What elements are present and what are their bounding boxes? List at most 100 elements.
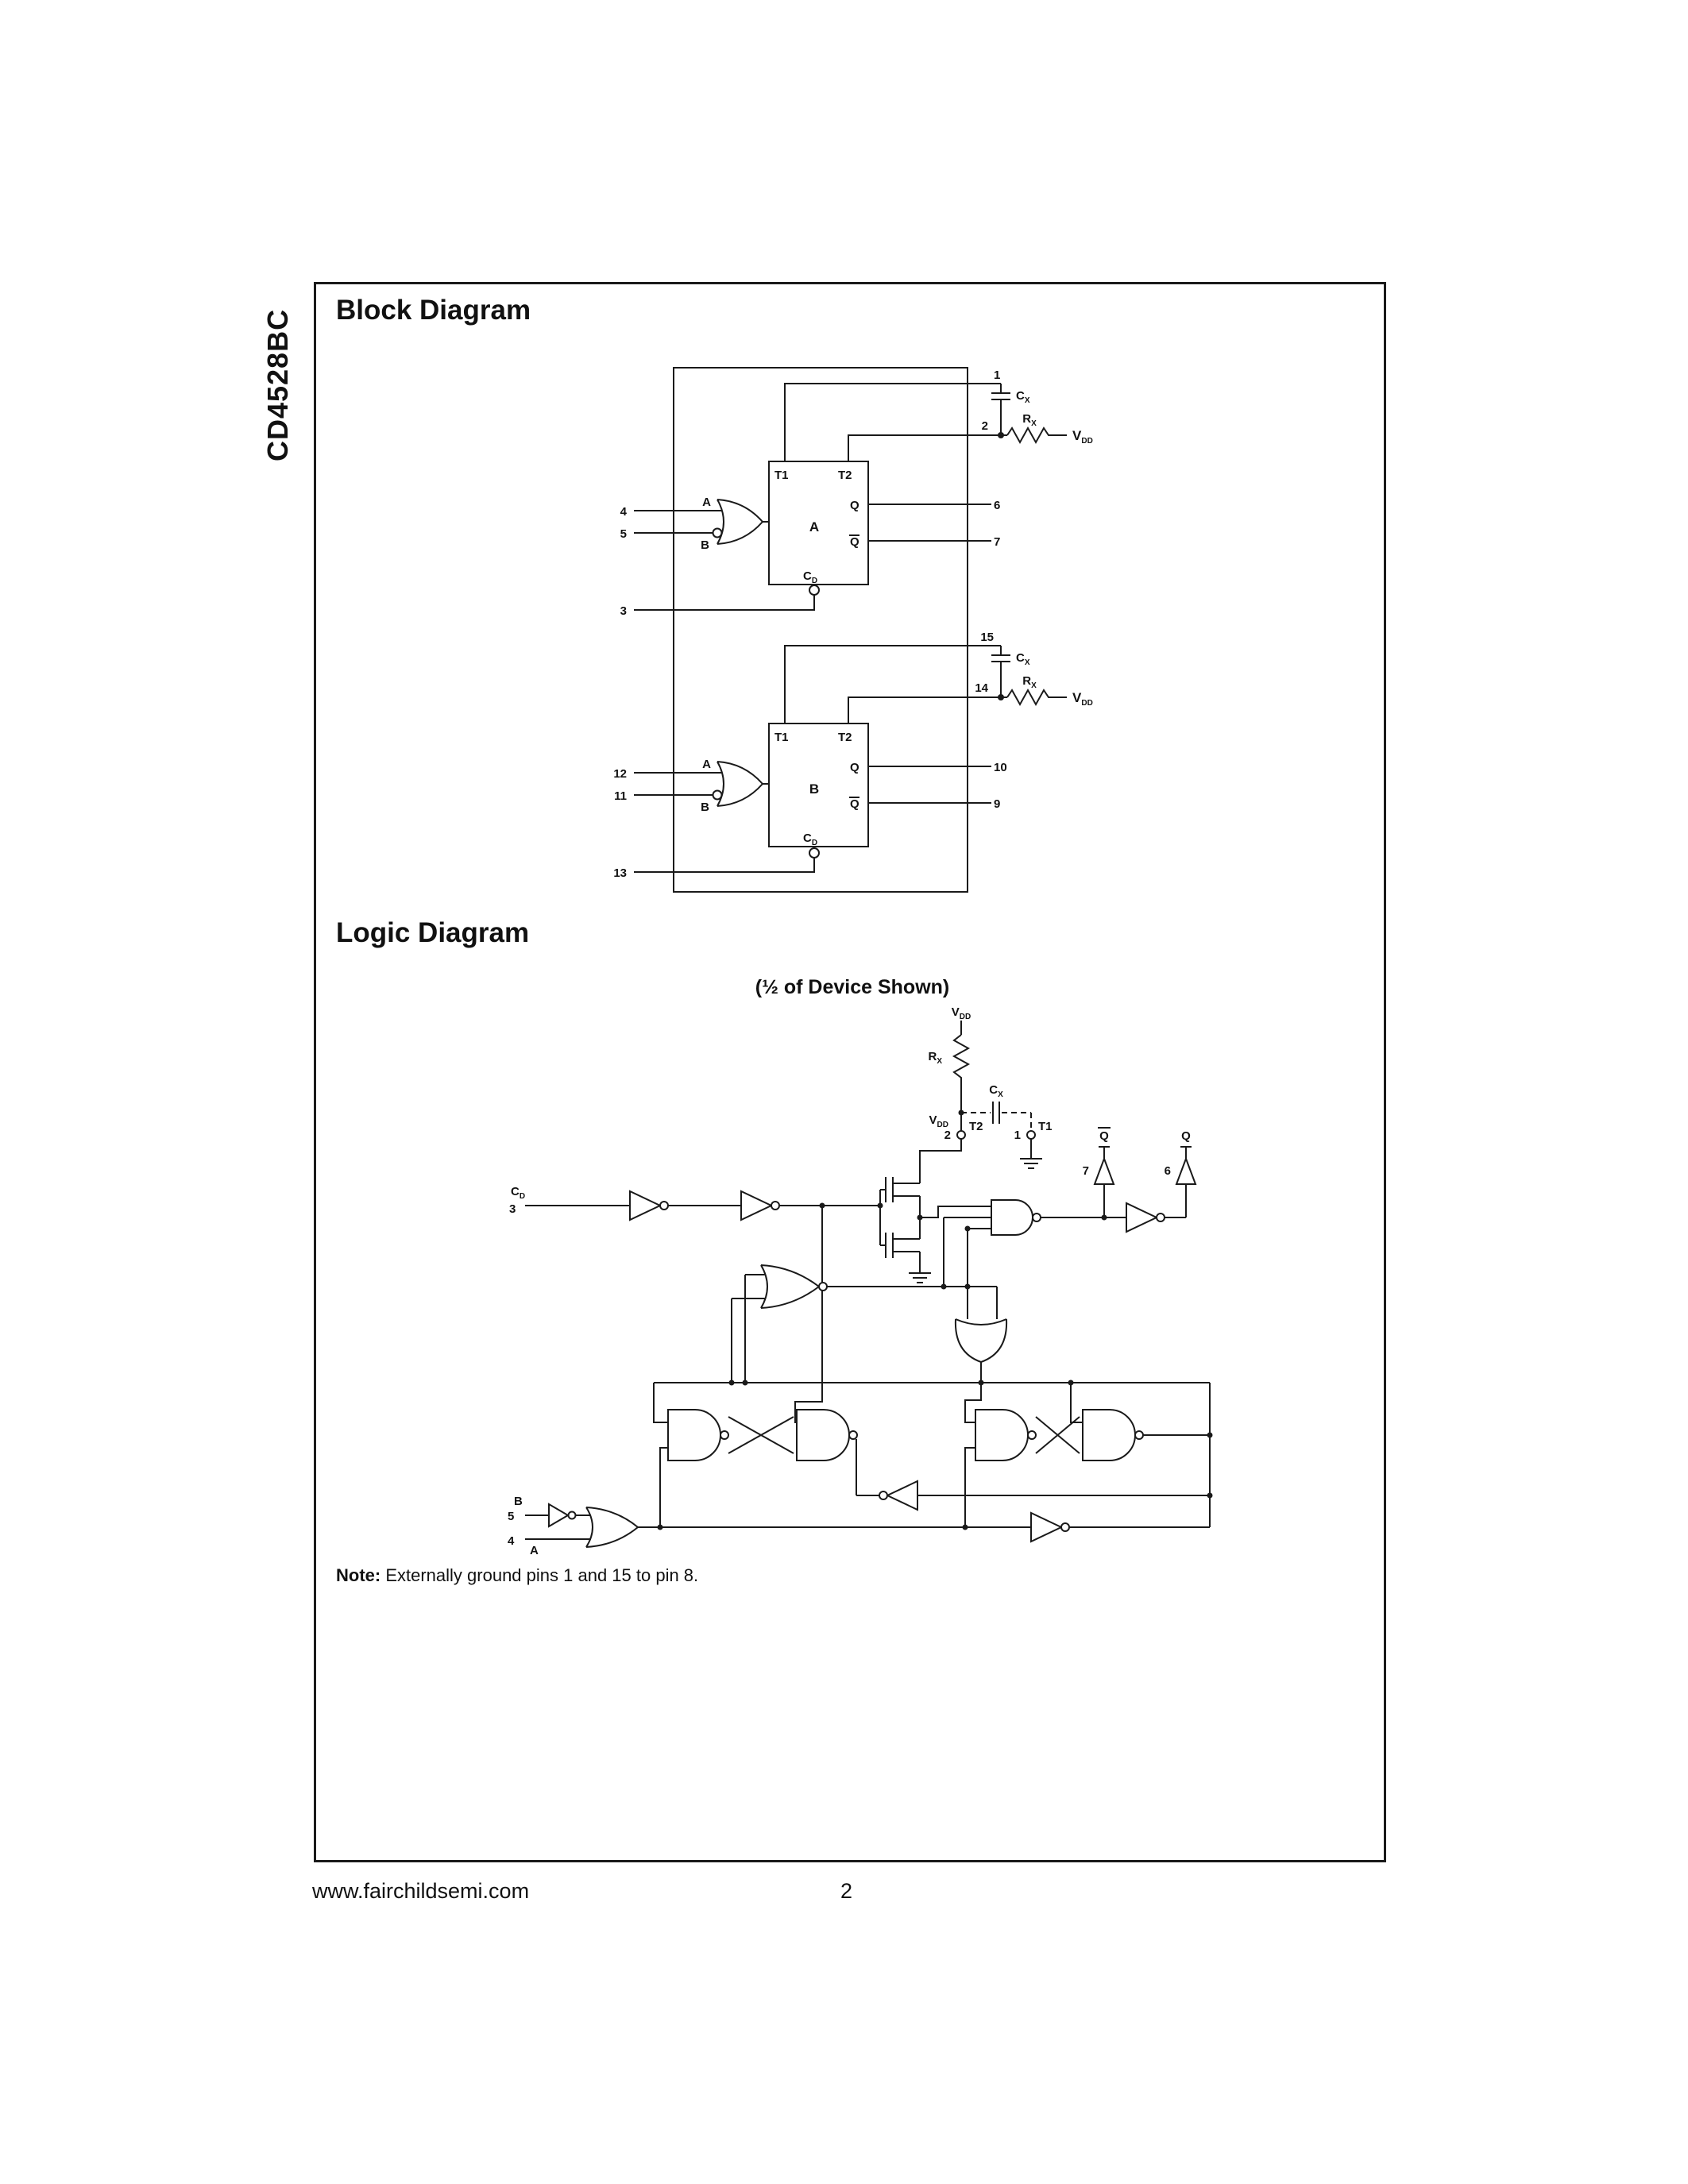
device-outline bbox=[673, 367, 968, 893]
logic-diagram-title: Logic Diagram bbox=[336, 917, 530, 948]
footer-website: www.fairchildsemi.com bbox=[312, 1879, 530, 1903]
monostable-a-block bbox=[768, 461, 869, 585]
logic-diagram: VDD RX CX VDD 2 T2 1 T1 7 Q 6 Q CD 3 B 5… bbox=[479, 1003, 1273, 1563]
input-b-label: B bbox=[701, 801, 709, 814]
input-a-label: A bbox=[702, 758, 711, 771]
nand-gate bbox=[975, 1409, 1029, 1461]
pin-1-label: 1 bbox=[1014, 1129, 1021, 1142]
ground-symbol bbox=[1020, 1158, 1042, 1169]
input-b-label: B bbox=[514, 1495, 523, 1508]
block-diagram-svg: T1 T2 A Q Q CD A B 4 5 3 1 CX 2 RX VDD 6 bbox=[613, 367, 1093, 893]
pin-7-label: 7 bbox=[994, 535, 1000, 549]
rx-label: RX bbox=[1022, 674, 1037, 690]
pin-2-label: 2 bbox=[982, 419, 988, 433]
pin-15-label: 15 bbox=[980, 631, 994, 644]
note-text: Externally ground pins 1 and 15 to pin 8… bbox=[380, 1565, 699, 1585]
vdd-label: VDD bbox=[1072, 690, 1093, 708]
note: Note: Externally ground pins 1 and 15 to… bbox=[336, 1565, 698, 1586]
pin-7-label: 7 bbox=[1083, 1164, 1089, 1178]
pin-9-label: 9 bbox=[994, 797, 1000, 811]
inverter bbox=[1030, 1511, 1064, 1543]
cx-label: CX bbox=[989, 1083, 1003, 1099]
pin-6-label: 6 bbox=[994, 499, 1000, 512]
mosfet-lower bbox=[880, 1233, 920, 1258]
middle-gates bbox=[731, 1217, 1008, 1423]
pin-5-label: 5 bbox=[508, 1510, 514, 1523]
q-label: Q bbox=[850, 499, 859, 512]
ground-symbol bbox=[909, 1272, 931, 1283]
trigger-input-section bbox=[525, 1503, 1210, 1548]
pin-4-label: 4 bbox=[508, 1534, 515, 1548]
timing-network bbox=[919, 1021, 1042, 1183]
logic-diagram-subtitle: (½ of Device Shown) bbox=[755, 976, 950, 998]
pin-6-label: 6 bbox=[1165, 1164, 1171, 1178]
block-diagram: T1 T2 A Q Q CD A B 4 5 3 1 CX 2 RX VDD 6 bbox=[479, 344, 1210, 936]
monostable-b-wires bbox=[634, 645, 1067, 873]
or-gate bbox=[717, 499, 763, 545]
nor-gate bbox=[760, 1264, 820, 1309]
input-b-label: B bbox=[701, 538, 709, 552]
pin-3-label: 3 bbox=[509, 1202, 516, 1216]
pin-13-label: 13 bbox=[613, 866, 627, 880]
cd-bubble bbox=[809, 585, 820, 596]
rx-label: RX bbox=[1022, 412, 1037, 428]
vdd-label: VDD bbox=[1072, 428, 1093, 446]
resistor-symbol bbox=[952, 1034, 971, 1081]
q-label: Q bbox=[850, 761, 859, 774]
rx-label: RX bbox=[928, 1050, 942, 1066]
qbar-label: Q bbox=[850, 797, 859, 811]
t1-terminal bbox=[1026, 1130, 1036, 1140]
monostable-a: T1 T2 A Q Q CD A B 4 5 3 1 CX 2 RX VDD 6 bbox=[620, 369, 1093, 618]
inverter bbox=[629, 1190, 662, 1221]
input-a-label: A bbox=[530, 1544, 539, 1557]
pin-1-label: 1 bbox=[994, 369, 1000, 382]
mosfet-upper bbox=[880, 1177, 920, 1202]
qbar-label: Q bbox=[850, 535, 859, 549]
t2-label: T2 bbox=[969, 1120, 983, 1133]
buffer-up bbox=[1093, 1156, 1115, 1185]
inverter bbox=[1126, 1202, 1159, 1233]
pin-12-label: 12 bbox=[613, 767, 627, 781]
nand-gate bbox=[796, 1409, 850, 1461]
q-output-label: Q bbox=[1181, 1129, 1191, 1143]
input-a-label: A bbox=[702, 496, 711, 509]
note-label: Note: bbox=[336, 1565, 381, 1585]
pin-5-label: 5 bbox=[620, 527, 627, 541]
pin-2-label: 2 bbox=[944, 1129, 951, 1142]
block-diagram-title: Block Diagram bbox=[336, 295, 531, 326]
nand-gate bbox=[1082, 1409, 1136, 1461]
vdd-top-label: VDD bbox=[952, 1005, 971, 1021]
or-gate bbox=[717, 761, 763, 807]
monostable-b: T1 T2 B Q Q CD A B 12 11 13 15 CX 14 RX … bbox=[613, 631, 1092, 880]
or-gate bbox=[585, 1507, 639, 1548]
pin-11-label: 11 bbox=[614, 789, 627, 803]
t1-label: T1 bbox=[1038, 1120, 1053, 1133]
output-section bbox=[991, 1127, 1197, 1236]
inverter-left bbox=[885, 1480, 918, 1511]
block-name-label: A bbox=[809, 519, 819, 534]
t2-label: T2 bbox=[838, 469, 852, 482]
resistor-symbol bbox=[1006, 688, 1067, 707]
inverter bbox=[740, 1190, 774, 1221]
cd-label: CD bbox=[803, 832, 817, 847]
cd-input-chain bbox=[525, 1190, 880, 1423]
or-gate-down bbox=[954, 1318, 1008, 1363]
t1-label: T1 bbox=[774, 731, 789, 744]
cd-label: CD bbox=[803, 569, 817, 585]
t2-terminal bbox=[956, 1130, 966, 1140]
footer-page-number: 2 bbox=[840, 1879, 853, 1903]
t1-label: T1 bbox=[774, 469, 789, 482]
pin-4-label: 4 bbox=[620, 505, 628, 519]
nand-gate bbox=[667, 1409, 721, 1461]
latch-section bbox=[653, 1379, 1213, 1530]
t2-label: T2 bbox=[838, 731, 852, 744]
monostable-b-block bbox=[768, 723, 869, 847]
pin-3-label: 3 bbox=[620, 604, 627, 618]
buffer-up bbox=[1175, 1156, 1197, 1185]
vdd2-label: VDD bbox=[929, 1113, 948, 1129]
mosfet-pair bbox=[877, 1177, 991, 1283]
cd-label: CD bbox=[511, 1185, 525, 1201]
cd-bubble bbox=[809, 847, 820, 859]
resistor-symbol bbox=[1006, 426, 1067, 445]
